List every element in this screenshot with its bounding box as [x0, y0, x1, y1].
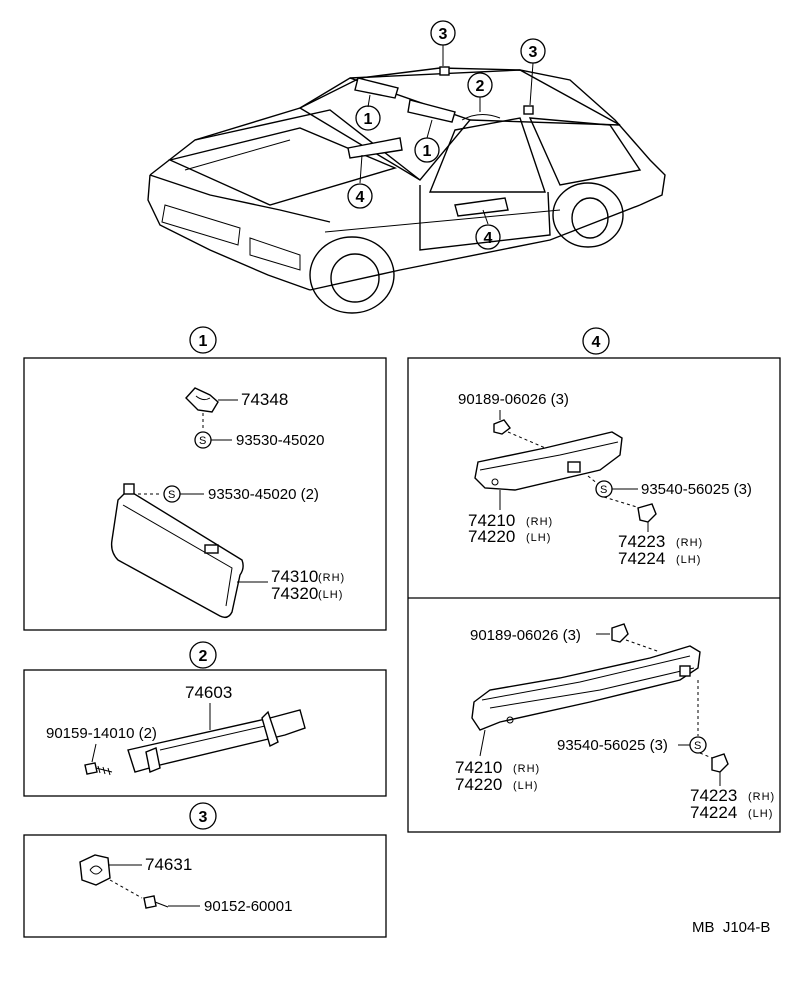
armrest-upper-base-rh-label: 74223 — [618, 532, 665, 551]
section-2-heading: 2 — [189, 641, 217, 669]
visor-bracket-part — [185, 387, 219, 413]
car-callout-1a: 1 — [355, 105, 381, 131]
armrest-lower-lh-label: 74220 — [455, 775, 502, 794]
armrest-upper-base-part — [637, 503, 657, 523]
armrest-lower-screw-label: 90189-06026 (3) — [470, 627, 581, 644]
armrest-upper-screw-label: 90189-06026 (3) — [458, 391, 569, 408]
armrest-lower-base-part — [711, 753, 729, 773]
armrest-lower-clip-label: 93540-56025 (3) — [557, 737, 668, 754]
coat-hook-part — [79, 854, 111, 886]
car-callout-4a: 4 — [347, 183, 373, 209]
svg-text:(RH): (RH) — [513, 763, 540, 775]
car-callout-2: 2 — [467, 72, 493, 98]
section-1-frame — [23, 357, 387, 631]
car-callout-4b: 4 — [475, 224, 501, 250]
svg-text:(LH): (LH) — [748, 808, 773, 820]
section-3-frame — [23, 834, 387, 938]
svg-text:S: S — [694, 740, 702, 752]
armrest-upper-rh-label: 74210 — [468, 511, 515, 530]
armrest-lower-base-rh-label: 74223 — [690, 786, 737, 805]
section-4-heading: 4 — [582, 327, 610, 355]
diagram-code: MB J104-B — [692, 919, 770, 936]
armrest-lower-part — [471, 645, 701, 731]
svg-text:(LH): (LH) — [513, 780, 538, 792]
section-2-frame — [23, 669, 387, 797]
svg-text:3: 3 — [529, 44, 538, 61]
armrest-upper-base-lh-label: 74224 — [618, 549, 665, 568]
svg-text:2: 2 — [199, 648, 208, 665]
svg-text:4: 4 — [356, 189, 365, 206]
svg-text:4: 4 — [484, 230, 493, 247]
svg-text:(LH): (LH) — [318, 589, 343, 601]
sun-visor-part — [110, 489, 244, 619]
visor-screw-b-label: 93530-45020 (2) — [208, 486, 319, 503]
armrest-lower-screw-part — [611, 623, 629, 643]
visor-lh-label: 74320 — [271, 584, 318, 603]
svg-text:(RH): (RH) — [748, 791, 775, 803]
svg-text:3: 3 — [439, 26, 448, 43]
svg-text:1: 1 — [364, 111, 373, 128]
svg-text:(RH): (RH) — [318, 572, 345, 584]
svg-text:4: 4 — [592, 334, 601, 351]
svg-text:S: S — [199, 435, 207, 447]
visor-rh-label: 74310 — [271, 567, 318, 586]
svg-text:1: 1 — [423, 143, 432, 160]
section-3-heading: 3 — [189, 802, 217, 830]
armrest-upper-clip-label: 93540-56025 (3) — [641, 481, 752, 498]
hook-screw-part — [143, 895, 157, 909]
svg-text:(LH): (LH) — [526, 532, 551, 544]
armrest-upper-part — [474, 431, 623, 491]
car-illustration — [147, 45, 666, 314]
assist-grip-part — [127, 709, 306, 773]
hook-screw-label: 90152-60001 — [204, 898, 292, 915]
car-callout-3a: 3 — [430, 20, 456, 46]
grip-screw-label: 90159-14010 (2) — [46, 725, 157, 742]
svg-text:3: 3 — [199, 809, 208, 826]
section-4-frame — [407, 357, 781, 833]
section-1-heading: 1 — [189, 326, 217, 354]
svg-text:(LH): (LH) — [676, 554, 701, 566]
svg-text:(RH): (RH) — [676, 537, 703, 549]
coat-hook-label: 74631 — [145, 855, 192, 874]
car-callout-1b: 1 — [414, 137, 440, 163]
armrest-lower-rh-label: 74210 — [455, 758, 502, 777]
svg-text:(RH): (RH) — [526, 516, 553, 528]
armrest-lower-base-lh-label: 74224 — [690, 803, 737, 822]
armrest-upper-lh-label: 74220 — [468, 527, 515, 546]
svg-text:S: S — [600, 484, 608, 496]
assist-grip-label: 74603 — [185, 683, 232, 702]
car-callout-3b: 3 — [520, 38, 546, 64]
svg-text:2: 2 — [476, 78, 485, 95]
visor-bracket-label: 74348 — [241, 390, 288, 409]
svg-text:S: S — [168, 489, 176, 501]
visor-screw-a-label: 93530-45020 — [236, 432, 324, 449]
grip-screw-part — [84, 762, 98, 775]
armrest-upper-screw-part — [493, 419, 511, 435]
svg-text:1: 1 — [199, 333, 208, 350]
